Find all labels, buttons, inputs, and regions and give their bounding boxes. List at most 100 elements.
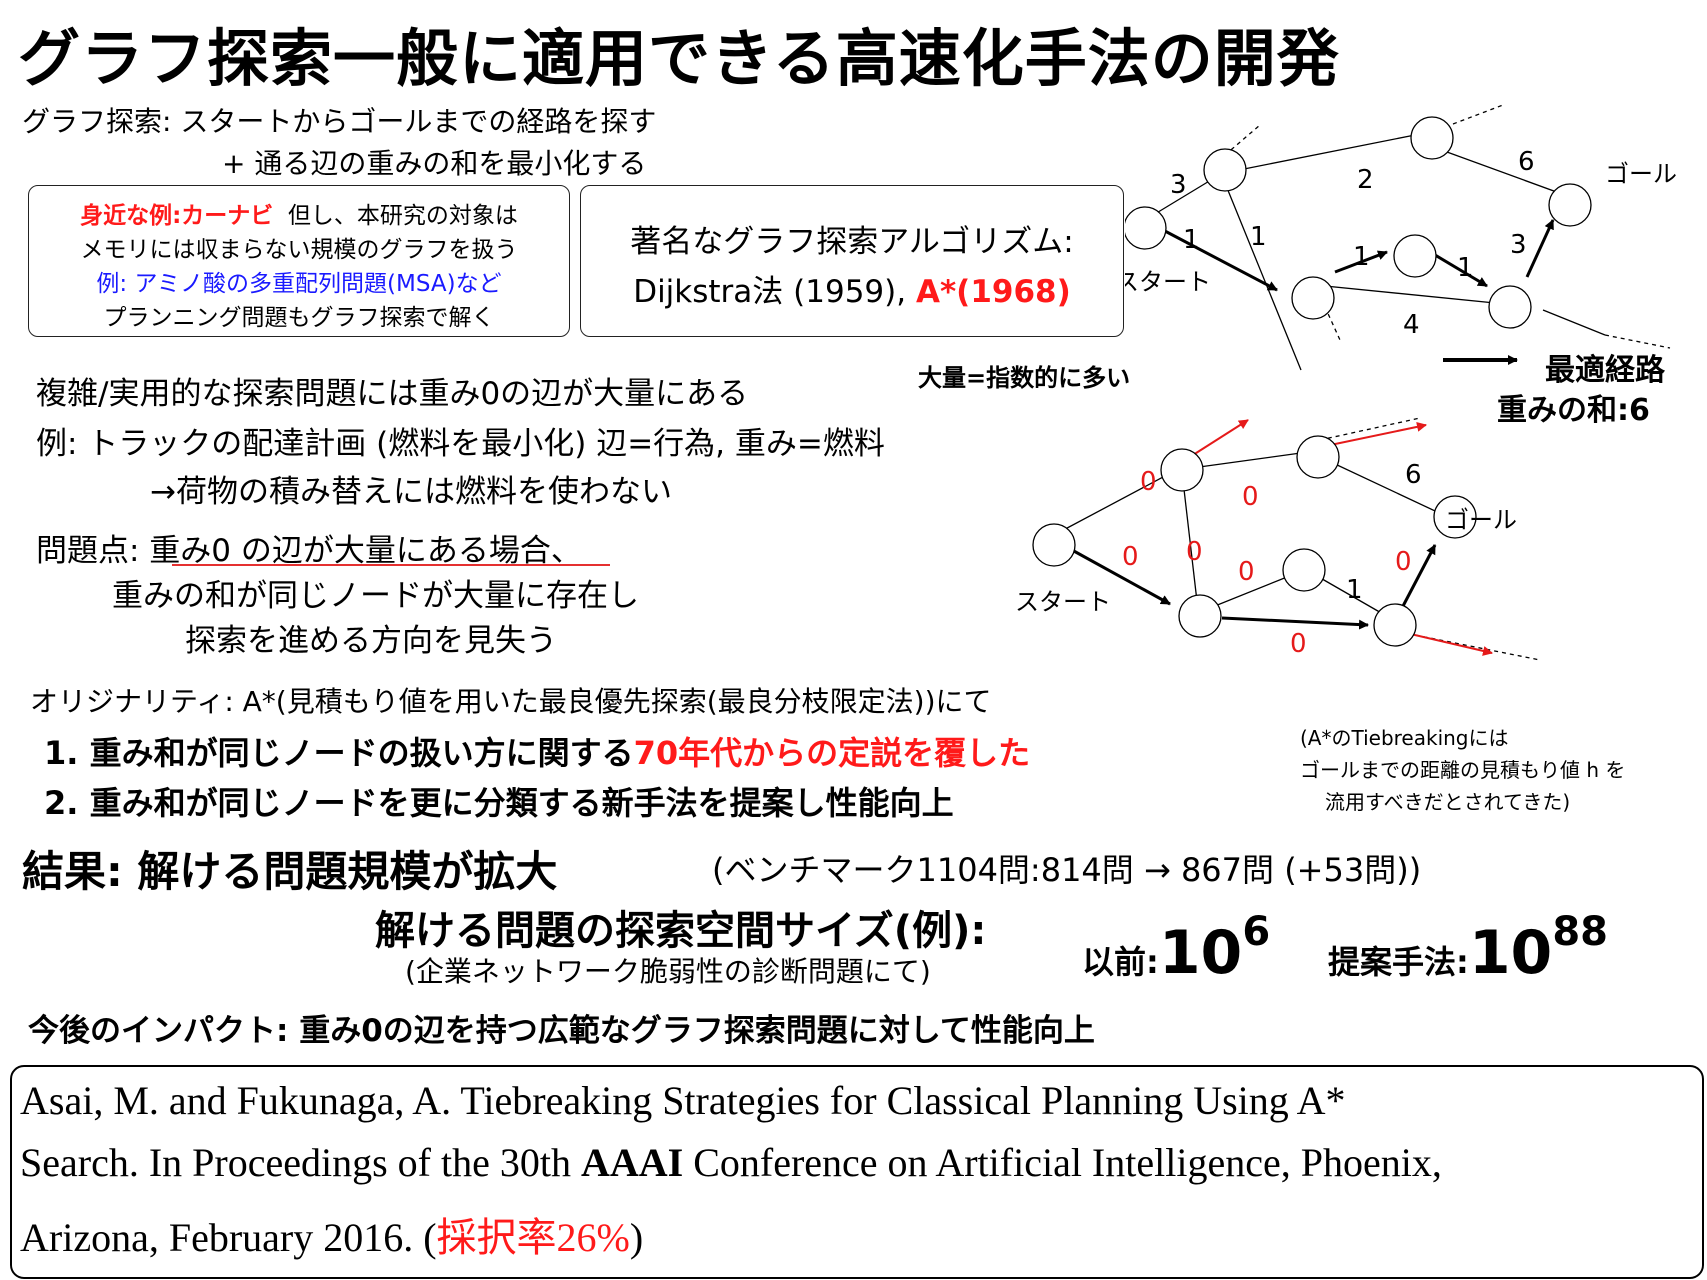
optimal-path-legend-label: 最適経路	[1545, 353, 1665, 388]
algorithms-box-line-2: Dijkstra法 (1959), A*(1968)	[581, 266, 1123, 311]
graph1-start-node	[1125, 206, 1167, 250]
problem-line-3: 探索を進める方向を見失う	[185, 623, 557, 659]
graph1-edge-dotted	[1604, 334, 1671, 349]
graph1-path-edge	[1162, 228, 1278, 292]
reference-line-3: Arizona, February 2016. (採択率26%)	[20, 1205, 643, 1263]
reference-line-2: Search. In Proceedings of the 30th AAAI …	[20, 1139, 1442, 1186]
page-title: グラフ探索一般に適用できる高速化手法の開発	[18, 22, 1340, 95]
acceptance-rate: 採択率26%	[436, 1215, 630, 1260]
graph1-weight: 3	[1510, 230, 1527, 260]
graph2-start-label: スタート	[1015, 588, 1111, 616]
graph2-zero-weight: 0	[1242, 482, 1259, 512]
graph2-path-edge	[1400, 544, 1437, 609]
graph2-weight: 1	[1346, 575, 1363, 605]
reference-box: Asai, M. and Fukunaga, A. Tiebreaking St…	[10, 1065, 1704, 1279]
search-space-note: (企業ネットワーク脆弱性の診断問題にて)	[405, 955, 931, 988]
graph1-node	[1393, 234, 1437, 278]
originality-item-1-prefix: 1. 重み和が同じノードの扱い方に関する	[44, 734, 634, 772]
graph1-path-edge	[1429, 250, 1488, 288]
graph1-weight: 6	[1518, 147, 1535, 177]
problem-line-1: 問題点: 重み0 の辺が大量にある場合、	[36, 533, 582, 569]
graph1-edge	[1224, 182, 1302, 371]
graph1-path-edge	[1334, 250, 1388, 274]
graph1-weight: 1	[1353, 242, 1370, 272]
originality-note-1: (A*のTiebreakingには	[1300, 726, 1509, 750]
reference-line-2-suffix: Conference on Artificial Intelligence, P…	[683, 1140, 1442, 1185]
impact-statement: 今後のインパクト: 重み0の辺を持つ広範なグラフ探索問題に対して性能向上	[28, 1013, 1095, 1049]
graph1-weight: 2	[1357, 165, 1374, 195]
graph2-edge-dotted	[1319, 417, 1421, 441]
graph1-edge	[1238, 134, 1416, 171]
graph1-weight: 1	[1183, 225, 1200, 255]
graph2-node	[1178, 594, 1222, 638]
zero-edges-line-3: →荷物の積み替えには燃料を使わない	[150, 474, 672, 510]
graph1-weight: 3	[1170, 170, 1187, 200]
graph2-zero-weight: 0	[1140, 467, 1157, 497]
problem-underline	[172, 564, 610, 566]
graph1-node	[1488, 285, 1532, 329]
result-detail: (ベンチマーク1104問:814問 → 867問 (+53問))	[712, 851, 1422, 889]
example-box-line-1: 身近な例:カーナビ 但し、本研究の対象は	[29, 196, 569, 230]
after-size: 提案手法:1088	[1328, 909, 1608, 988]
after-base: 10	[1468, 918, 1553, 988]
graph2-edge	[1317, 455, 1451, 519]
graph1-edge	[1424, 143, 1574, 199]
after-exponent: 88	[1552, 909, 1608, 955]
graph1-node	[1291, 276, 1335, 320]
originality-note-2: ゴールまでの距離の見積もり値 h を	[1300, 758, 1626, 782]
originality-heading: オリジナリティ: A*(見積もり値を用いた最良優先探索(最良分枝限定法))にて	[30, 685, 992, 718]
graph1-goal-node	[1548, 183, 1592, 227]
graph2-edge	[1191, 451, 1309, 469]
zero-edges-line-2: 例: トラックの配達計画 (燃料を最小化) 辺=行為, 重み=燃料	[36, 426, 885, 462]
originality-item-1-highlight: 70年代からの定説を覆した	[633, 734, 1031, 772]
graph2-node	[1373, 603, 1417, 647]
graph-zero-edges: スタート ゴール 0 0 0 0 0 0 0 6 1	[1015, 417, 1541, 661]
graph1-path-edge	[1525, 219, 1555, 278]
graph-optimal-path: スタート ゴール 3 1 1 2 6 1 1 3 4	[1125, 104, 1677, 371]
before-base: 10	[1158, 918, 1243, 988]
problem-line-2: 重みの和が同じノードが大量に存在し	[112, 578, 639, 614]
example-box-line-4: プランニング問題もグラフ探索で解く	[103, 305, 495, 331]
graph1-edge-dotted	[1452, 104, 1504, 125]
originality-item-2: 2. 重み和が同じノードを更に分類する新手法を提案し性能向上	[44, 784, 954, 822]
originality-note-3: 流用すべきだとされてきた)	[1325, 790, 1571, 814]
before-label: 以前:	[1082, 943, 1159, 981]
graph2-node	[1282, 548, 1326, 592]
after-label: 提案手法:	[1328, 943, 1469, 981]
graph2-goal-node	[1433, 495, 1477, 539]
graph2-zero-weight: 0	[1290, 629, 1307, 659]
reference-line-1: Asai, M. and Fukunaga, A. Tiebreaking St…	[20, 1078, 1346, 1123]
graph2-node	[1160, 448, 1204, 492]
graph2-node	[1296, 435, 1340, 479]
graph2-goal-label: ゴール	[1445, 506, 1517, 534]
result-heading: 結果: 解ける問題規模が拡大	[22, 847, 558, 896]
zero-edges-note: 大量=指数的に多い	[918, 364, 1131, 392]
graph2-zero-weight: 0	[1238, 557, 1255, 587]
example-box-line-1-rest: 但し、本研究の対象は	[287, 203, 518, 229]
graph1-weight: 1	[1457, 253, 1474, 283]
example-label: 身近な例:カーナビ	[80, 203, 274, 229]
graph1-node	[1410, 116, 1454, 160]
before-size: 以前:106	[1082, 909, 1270, 988]
zero-edges-line-1: 複雑/実用的な探索問題には重み0の辺が大量にある	[36, 376, 749, 412]
graph1-edge	[1314, 284, 1516, 306]
intro-line-2: + 通る辺の重みの和を最小化する	[222, 147, 647, 180]
graph1-weight: 1	[1250, 222, 1267, 252]
graph2-edge	[1181, 471, 1199, 611]
reference-line-3-suffix: )	[629, 1215, 644, 1260]
graph2-edge	[1053, 467, 1181, 536]
astar-label: A*(1968)	[915, 274, 1071, 310]
graph2-path-edge	[1221, 616, 1369, 630]
graph2-red-arrow	[1401, 631, 1493, 656]
example-box: 身近な例:カーナビ 但し、本研究の対象は メモリには収まらない規模のグラフを扱う…	[28, 185, 570, 337]
graph2-weight: 6	[1405, 460, 1422, 490]
example-box-line-2: メモリには収まらない規模のグラフを扱う	[80, 237, 518, 263]
graph1-edge	[1542, 309, 1606, 336]
before-exponent: 6	[1242, 909, 1271, 955]
algorithms-box: 著名なグラフ探索アルゴリズム: Dijkstra法 (1959), A*(196…	[580, 185, 1124, 337]
graph1-weight: 4	[1403, 310, 1420, 340]
graph1-node	[1203, 148, 1247, 192]
algorithms-box-line-1: 著名なグラフ探索アルゴリズム:	[630, 224, 1074, 260]
graph2-path-edge	[1071, 548, 1171, 606]
graph2-zero-weight: 0	[1395, 547, 1412, 577]
